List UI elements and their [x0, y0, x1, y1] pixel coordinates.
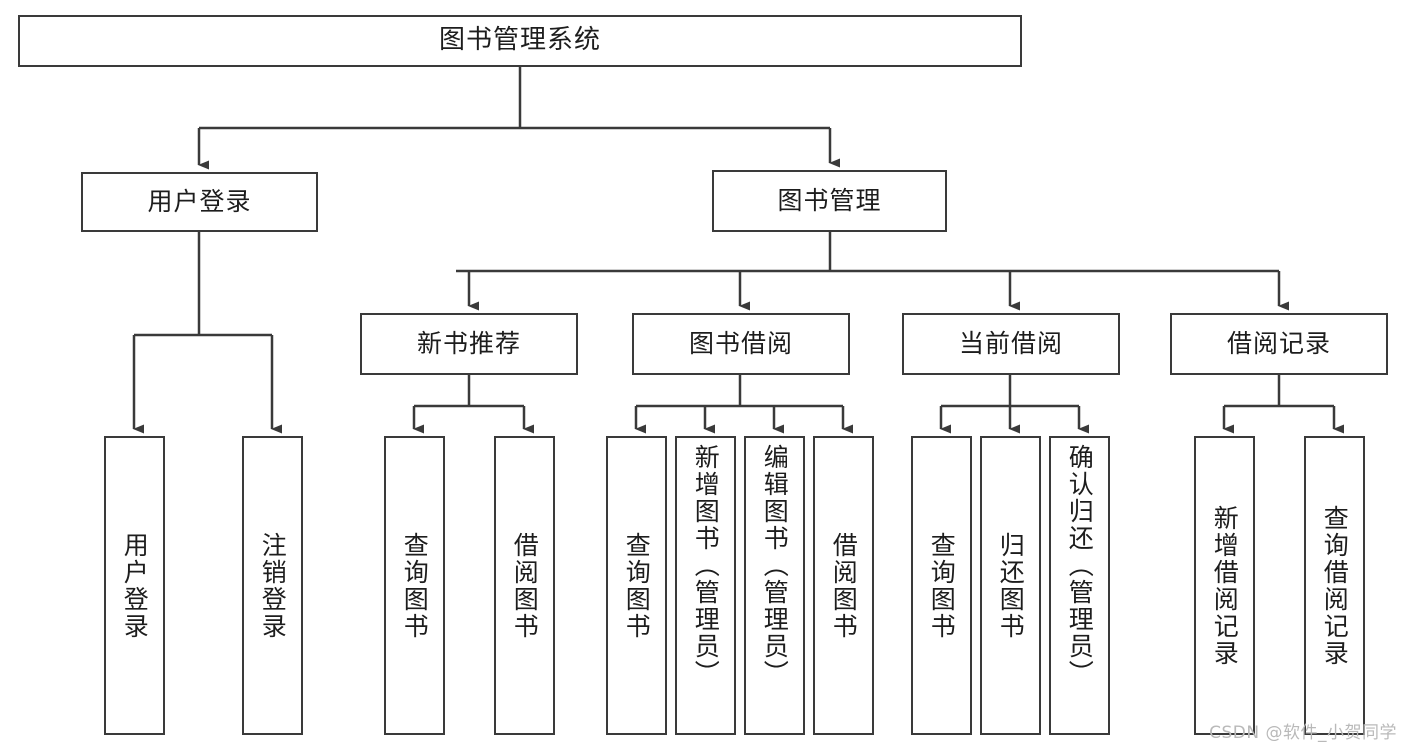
node-leaf-add-borrow-record-label: 新增借阅记录 [1210, 504, 1240, 667]
node-leaf-confirm-return-admin-label: 确认归还（管理员） [1065, 444, 1095, 687]
node-leaf-query-borrow-record[interactable]: 查询借阅记录 [1304, 436, 1365, 735]
node-leaf-borrow-book[interactable]: 借阅图书 [813, 436, 874, 735]
node-leaf-user-logout[interactable]: 注销登录 [242, 436, 303, 735]
node-leaf-edit-book-admin[interactable]: 编辑图书（管理员） [744, 436, 805, 735]
node-leaf-recommend-borrow-book[interactable]: 借阅图书 [494, 436, 555, 735]
node-book-borrow[interactable]: 图书借阅 [632, 313, 850, 375]
node-leaf-borrow-query-book[interactable]: 查询图书 [606, 436, 667, 735]
node-current-borrow-label: 当前借阅 [958, 329, 1063, 358]
node-leaf-recommend-query-book[interactable]: 查询图书 [384, 436, 445, 735]
node-new-book-recommend[interactable]: 新书推荐 [360, 313, 578, 375]
node-leaf-borrow-book-label: 借阅图书 [829, 531, 859, 640]
node-leaf-query-borrow-record-label: 查询借阅记录 [1320, 504, 1350, 667]
node-new-book-recommend-label: 新书推荐 [416, 329, 521, 358]
node-leaf-add-book-admin-label: 新增图书（管理员） [691, 444, 721, 687]
node-leaf-user-logout-label: 注销登录 [258, 531, 288, 640]
node-user-login[interactable]: 用户登录 [81, 172, 318, 232]
node-leaf-recommend-borrow-book-label: 借阅图书 [510, 531, 540, 640]
node-leaf-recommend-query-book-label: 查询图书 [400, 531, 430, 640]
node-leaf-user-login[interactable]: 用户登录 [104, 436, 165, 735]
node-book-manage-label: 图书管理 [777, 186, 882, 215]
node-root-system-label: 图书管理系统 [438, 25, 601, 56]
node-borrow-record-label: 借阅记录 [1226, 329, 1331, 358]
node-book-manage[interactable]: 图书管理 [712, 170, 947, 232]
node-leaf-user-login-label: 用户登录 [120, 531, 150, 640]
node-leaf-return-book[interactable]: 归还图书 [980, 436, 1041, 735]
node-leaf-add-book-admin[interactable]: 新增图书（管理员） [675, 436, 736, 735]
node-user-login-label: 用户登录 [147, 187, 252, 216]
node-leaf-borrow-query-book-label: 查询图书 [622, 531, 652, 640]
node-root-system[interactable]: 图书管理系统 [18, 15, 1022, 67]
node-leaf-edit-book-admin-label: 编辑图书（管理员） [760, 444, 790, 687]
node-leaf-current-query-book[interactable]: 查询图书 [911, 436, 972, 735]
node-book-borrow-label: 图书借阅 [688, 329, 793, 358]
node-leaf-confirm-return-admin[interactable]: 确认归还（管理员） [1049, 436, 1110, 735]
node-leaf-return-book-label: 归还图书 [996, 531, 1026, 640]
node-leaf-current-query-book-label: 查询图书 [927, 531, 957, 640]
csdn-watermark: CSDN @软件_小贺同学 [1209, 723, 1397, 743]
node-current-borrow[interactable]: 当前借阅 [902, 313, 1120, 375]
node-leaf-add-borrow-record[interactable]: 新增借阅记录 [1194, 436, 1255, 735]
node-borrow-record[interactable]: 借阅记录 [1170, 313, 1388, 375]
